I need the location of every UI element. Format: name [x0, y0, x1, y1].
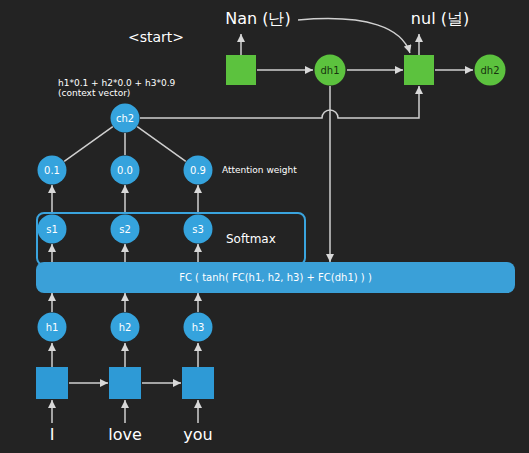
attention-weight-circle: 0.0: [110, 155, 140, 185]
circle-fill: [111, 313, 140, 342]
output-token: nul (널): [396, 10, 484, 28]
output-token: Nan (난): [215, 10, 301, 28]
hidden-arrow: [51, 343, 53, 367]
context-arrow: [140, 86, 419, 118]
connector: [51, 293, 53, 312]
circle-fill: [315, 55, 346, 86]
circle-fill: [184, 156, 213, 185]
circle-fill: [475, 55, 506, 86]
connector: [124, 293, 126, 312]
node-text: h3: [192, 322, 205, 333]
node-content: 0.0: [110, 155, 140, 185]
attention-weight-circle: 0.9: [183, 155, 213, 185]
output-arrow: [418, 34, 420, 55]
circle-fill: [184, 215, 213, 244]
score-circle: s2: [110, 214, 140, 244]
connector: [124, 133, 126, 155]
connector: [197, 293, 199, 312]
input-word: I: [24, 426, 80, 444]
recurrent-arrow: [142, 382, 181, 384]
connector: [197, 244, 199, 262]
decoder-cell: [226, 55, 256, 85]
context-vector-circle: ch2: [110, 103, 140, 133]
connector: [197, 185, 199, 214]
connector: [124, 244, 126, 262]
node-content: Softmax: [38, 214, 304, 264]
connector: [64, 127, 113, 162]
connector: [51, 244, 53, 262]
node-text: ch2: [116, 113, 134, 124]
node-content: ch2: [110, 103, 140, 133]
attention-weight-circle: 0.1: [37, 155, 67, 185]
node-text: dh2: [480, 65, 499, 76]
input-arrow: [197, 400, 199, 423]
node-content: 0.1: [37, 155, 67, 185]
connector: [51, 185, 53, 214]
score-circle: s3: [183, 214, 213, 244]
decoder-state-circle: dh1: [314, 54, 346, 86]
circle-fill: [111, 215, 140, 244]
encoder-hidden-circle: h2: [110, 312, 140, 342]
hidden-arrow: [197, 343, 199, 367]
input-arrow: [51, 400, 53, 423]
feedback-arrow: [298, 19, 410, 53]
decoder-state-circle: dh2: [474, 54, 506, 86]
connector: [124, 185, 126, 214]
circle-fill: [184, 313, 213, 342]
node-content: 0.9: [183, 155, 213, 185]
node-text: s2: [119, 224, 131, 235]
connector: [137, 127, 186, 162]
circle-fill: [38, 215, 67, 244]
recurrent-arrow: [69, 382, 108, 384]
encoder-hidden-circle: h1: [37, 312, 67, 342]
node-text: s3: [192, 224, 204, 235]
input-word: you: [170, 426, 226, 444]
circle-fill: [38, 313, 67, 342]
node-text: FC ( tanh( FC(h1, h2, h3) + FC(dh1) ) ): [179, 272, 372, 283]
node-content: s2: [110, 214, 140, 244]
start-token: <start>: [128, 29, 184, 45]
node-content: dh2: [474, 54, 506, 86]
node-text: 0.0: [117, 165, 133, 176]
circle-fill: [111, 156, 140, 185]
output-arrow: [240, 34, 242, 55]
node-text: dh1: [320, 65, 339, 76]
input-word: love: [97, 426, 153, 444]
node-content: h2: [110, 312, 140, 342]
encoder-cell: [109, 367, 141, 399]
circle-fill: [38, 156, 67, 185]
fc-band: FC ( tanh( FC(h1, h2, h3) + FC(dh1) ) ): [36, 262, 515, 293]
node-text: h1: [46, 322, 59, 333]
node-content: h3: [183, 312, 213, 342]
encoder-cell: [182, 367, 214, 399]
node-content: dh1: [314, 54, 346, 86]
hidden-arrow: [124, 343, 126, 367]
decoder-cell: [404, 55, 434, 85]
state-arrow: [435, 69, 473, 71]
node-text: s1: [46, 224, 58, 235]
node-text: 0.9: [190, 165, 206, 176]
node-content: FC ( tanh( FC(h1, h2, h3) + FC(dh1) ) ): [36, 262, 515, 293]
encoder-cell: [36, 367, 68, 399]
node-text: Softmax: [226, 233, 276, 246]
node-text: 0.1: [44, 165, 60, 176]
softmax-band: Softmax s1 s2 s3: [36, 212, 306, 266]
encoder-hidden-circle: h3: [183, 312, 213, 342]
context-formula: h1*0.1 + h2*0.0 + h3*0.9 (context vector…: [58, 78, 188, 99]
input-arrow: [124, 400, 126, 423]
connector: [329, 86, 331, 262]
node-text: h2: [119, 322, 132, 333]
circle-fill: [111, 104, 140, 133]
state-arrow: [257, 69, 313, 71]
node-content: s1: [37, 214, 67, 244]
node-content: s3: [183, 214, 213, 244]
score-circle: s1: [37, 214, 67, 244]
state-arrow: [347, 69, 403, 71]
node-content: h1: [37, 312, 67, 342]
attention-weight-label: Attention weight: [222, 165, 322, 175]
